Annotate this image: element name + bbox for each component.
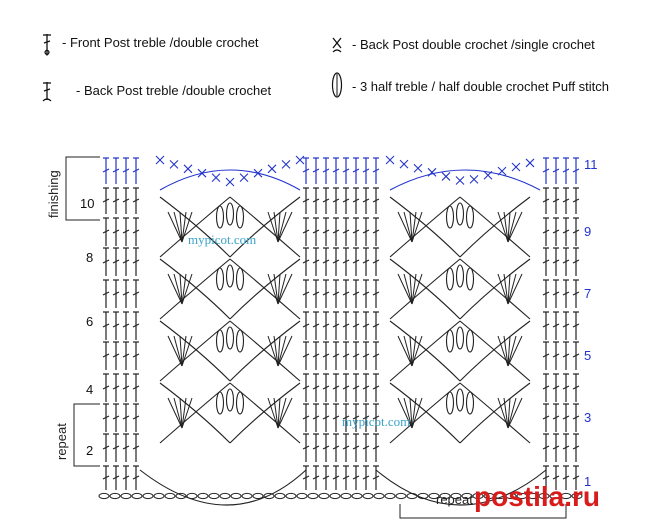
repeat-left-label: repeat xyxy=(54,423,69,460)
legend-front-post: - Front Post treble /double crochet xyxy=(40,32,340,56)
puff-label: - 3 half treble / half double crochet Pu… xyxy=(352,79,610,94)
finishing-label: finishing xyxy=(46,170,61,218)
row-number-6: 6 xyxy=(86,314,93,329)
watermark-top: mypicot.com xyxy=(188,232,256,247)
stitch-layer xyxy=(98,187,583,506)
row-number-2: 2 xyxy=(86,443,93,458)
repeat-bracket-left: repeat xyxy=(54,403,100,467)
finishing-bracket: finishing xyxy=(46,156,100,221)
row-number-3: 3 xyxy=(584,410,591,425)
legend-back-post-dc: - Back Post double crochet /single croch… xyxy=(330,34,650,58)
row-number-5: 5 xyxy=(584,348,591,363)
back-post-dc-label: - Back Post double crochet /single croch… xyxy=(352,37,595,52)
back-post-treble-icon xyxy=(42,82,52,102)
repeat-bracket-bottom: repeat xyxy=(399,492,567,519)
row-number-7: 7 xyxy=(584,286,591,301)
legend-back-post: - Back Post treble /double crochet xyxy=(40,80,340,104)
brand-logo: postila.ru xyxy=(474,481,600,512)
row-number-1: 1 xyxy=(584,474,591,489)
back-post-label: - Back Post treble /double crochet xyxy=(76,83,272,98)
row-number-9: 9 xyxy=(584,224,591,239)
watermark-bottom: mypicot.com xyxy=(342,414,410,429)
front-post-label: - Front Post treble /double crochet xyxy=(62,35,259,50)
legend-puff: - 3 half treble / half double crochet Pu… xyxy=(330,70,660,100)
row-number-10: 10 xyxy=(80,196,94,211)
row-number-8: 8 xyxy=(86,250,93,265)
row-number-4: 4 xyxy=(86,382,93,397)
front-post-treble-icon xyxy=(43,34,51,56)
row-number-11: 11 xyxy=(584,157,598,172)
puff-stitch-icon xyxy=(331,72,343,98)
repeat-bottom-label: repeat xyxy=(436,492,473,507)
back-post-double-crochet-icon xyxy=(332,37,342,53)
finishing-layer xyxy=(102,155,580,191)
